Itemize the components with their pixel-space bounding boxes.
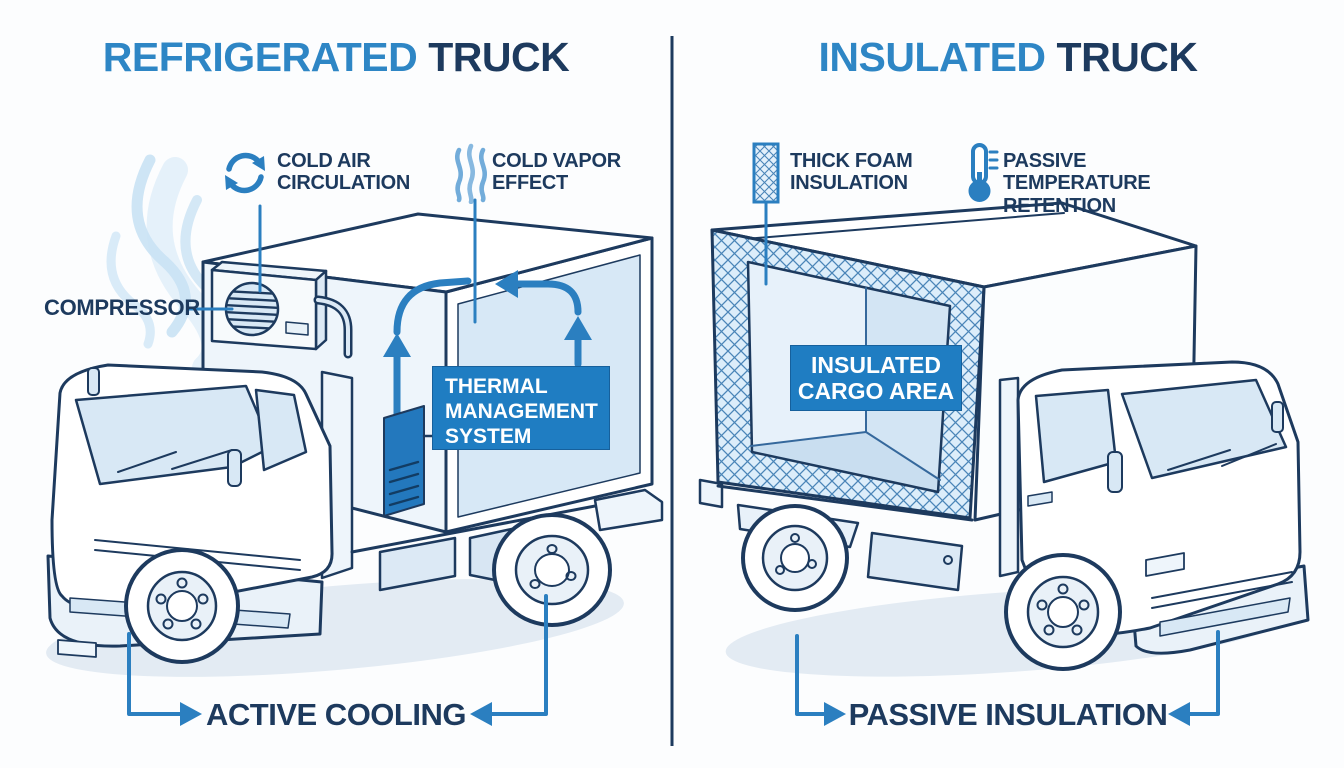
circulation-icon [225,152,265,194]
cold-air-circulation-label: COLD AIR CIRCULATION [277,150,410,195]
right-title-rest: TRUCK [1056,34,1198,80]
cold-vapor-effect-label: COLD VAPOR EFFECT [492,150,621,195]
left-title-rest: TRUCK [428,34,570,80]
active-cooling-arrows [127,594,548,726]
vapor-icon [455,143,487,204]
foam-insulation-icon [752,142,780,204]
thermometer-icon [968,143,999,202]
insulated-truck-illustration [698,200,1310,726]
passive-insulation-label: PASSIVE INSULATION [848,697,1168,732]
refrigerated-truck-illustration [46,154,664,726]
right-truck-cab [998,360,1310,655]
cold-air-flow-arrows [383,270,592,462]
passive-temperature-retention-label: PASSIVE TEMPERATURE RETENTION [1003,150,1151,217]
left-title-highlight: REFRIGERATED [102,34,418,80]
compressor-unit [210,260,353,359]
compressor-label: COMPRESSOR [44,295,200,320]
left-truck-front-wheel [124,548,240,664]
right-truck-rear-wheel [741,504,849,612]
insulated-cargo-area-box: INSULATED CARGO AREA [790,345,962,411]
evaporator-panel [383,405,448,517]
right-title-highlight: INSULATED [818,34,1046,80]
passive-insulation-arrows [795,630,1220,726]
thick-foam-insulation-label: THICK FOAM INSULATION [790,150,913,195]
left-truck-rear-wheel [492,513,612,627]
thermal-management-system-box: THERMAL MANAGEMENT SYSTEM [432,366,610,450]
right-truck-front-wheel [1004,553,1122,671]
active-cooling-label: ACTIVE COOLING [206,697,466,732]
